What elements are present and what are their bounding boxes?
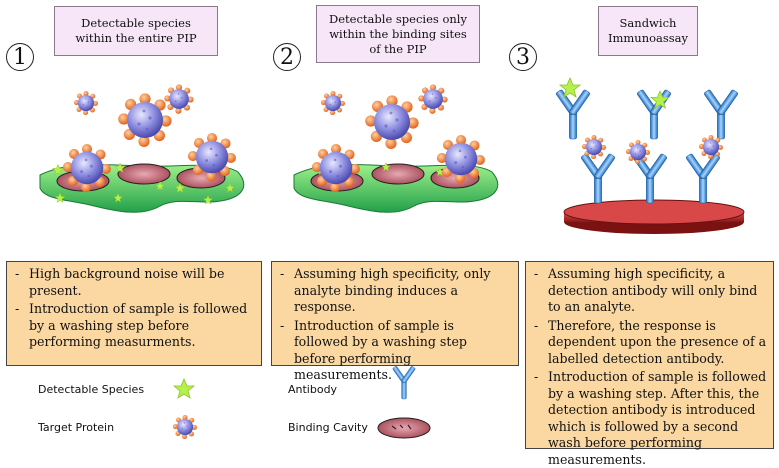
- panel-title-2: Detectable species only within the bindi…: [316, 5, 480, 63]
- note-3-item-1-text: Assuming high specificity, a detection a…: [548, 266, 758, 314]
- panel-title-3-line-1: Sandwich: [619, 16, 677, 30]
- legend-label-antibody: Antibody: [288, 383, 338, 396]
- note-1-item-2-text: Introduction of sample is followed by a …: [29, 301, 248, 349]
- note-2-item-1: -Assuming high specificity, only analyte…: [280, 266, 491, 314]
- panel-number-1: 1: [6, 43, 34, 71]
- panel-title-1-line-2: within the entire PIP: [75, 31, 197, 45]
- note-panel-3: -Assuming high specificity, a detection …: [525, 261, 774, 467]
- legend-cavity-icon: [377, 417, 431, 439]
- note-3-item-2: -Therefore, the response is dependent up…: [534, 317, 767, 366]
- plate-panel3: [563, 199, 745, 234]
- legend-label-cavity: Binding Cavity: [288, 421, 368, 434]
- note-3-item-3-text: Introduction of sample is followed by a …: [548, 369, 767, 467]
- legend-protein-icon: [172, 415, 197, 440]
- note-3-item-2-text: Therefore, the response is dependent upo…: [548, 317, 767, 366]
- note-3-item-3: -Introduction of sample is followed by a…: [534, 369, 767, 467]
- note-panel-1: -High background noise will be present. …: [6, 261, 262, 366]
- legend-species-icon: [173, 378, 195, 399]
- diagram-graphics: [39, 77, 745, 440]
- note-1-item-2: -Introduction of sample is followed by a…: [15, 301, 248, 349]
- panel-title-3: Sandwich Immunoassay: [598, 6, 698, 56]
- note-1-item-1: -High background noise will be present.: [15, 266, 225, 298]
- panel-title-2-line-2: within the binding sites: [329, 26, 467, 41]
- note-2-item-2: -Introduction of sample is followed by a…: [280, 317, 467, 383]
- panel-title-1: Detectable species within the entire PIP: [54, 6, 218, 56]
- note-2-item-2-text: Introduction of sample is followed by a …: [294, 317, 467, 383]
- panel-title-2-line-1: Detectable species only: [329, 11, 467, 26]
- panel-title-2-line-3: of the PIP: [369, 41, 427, 56]
- note-2-item-1-text: Assuming high specificity, only analyte …: [294, 266, 491, 314]
- panel-title-1-line-1: Detectable species: [81, 16, 191, 30]
- panel-title-3-line-2: Immunoassay: [607, 31, 689, 45]
- panel-number-3: 3: [509, 43, 537, 71]
- legend-label-species: Detectable Species: [38, 383, 145, 396]
- note-panel-2: -Assuming high specificity, only analyte…: [271, 261, 519, 382]
- note-1-item-1-text: High background noise will be present.: [29, 266, 225, 298]
- legend-label-protein: Target Protein: [38, 421, 115, 434]
- proteins-panel3: [581, 135, 723, 165]
- note-3-item-1: -Assuming high specificity, a detection …: [534, 266, 758, 314]
- panel-number-2: 2: [273, 43, 301, 71]
